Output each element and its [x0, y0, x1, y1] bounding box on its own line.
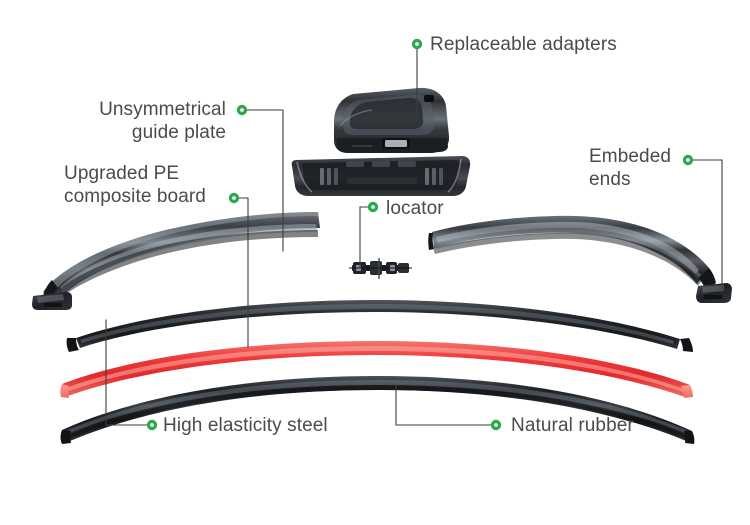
part-guide-plate-left [42, 212, 320, 305]
callout-label-high-elasticity-steel: High elasticity steel [163, 415, 328, 436]
bullet-embeded-ends [682, 154, 694, 166]
bullet-unsymmetrical-guide-plate [236, 104, 248, 116]
bullet-high-elasticity-steel [146, 419, 158, 431]
part-adapter-top [334, 87, 450, 153]
leader-line-high-elasticity-steel [105, 319, 153, 426]
leader-line-natural-rubber [395, 384, 497, 426]
bullet-locator [367, 201, 379, 213]
callout-label-unsymmetrical-guide-plate: Unsymmetrical guide plate [99, 99, 226, 143]
part-end-cap-left [32, 292, 72, 310]
part-end-cap-right [696, 283, 732, 303]
part-adapter-bottom [291, 156, 471, 196]
part-natural-rubber [60, 376, 695, 444]
leader-line-unsymmetrical-guide-plate [241, 109, 284, 252]
bullet-natural-rubber [490, 419, 502, 431]
callout-label-locator: locator [386, 198, 444, 219]
bullet-upgraded-pe-composite-board [228, 192, 240, 204]
leader-line-embeded-ends [687, 159, 723, 293]
part-elasticity-steel [60, 341, 693, 398]
leader-line-locator [359, 206, 374, 269]
callout-label-embeded-ends: Embeded ends [589, 146, 672, 190]
callout-bullets-group [146, 38, 694, 431]
part-locator-clip [349, 258, 412, 279]
callout-label-natural-rubber: Natural rubber [511, 415, 634, 436]
callout-label-upgraded-pe-composite-board: Upgraded PE composite board [64, 163, 206, 207]
part-composite-board [66, 300, 693, 352]
part-guide-plate-right [428, 215, 716, 291]
callout-label-replaceable-adapters: Replaceable adapters [430, 34, 617, 55]
bullet-replaceable-adapters [411, 38, 423, 50]
